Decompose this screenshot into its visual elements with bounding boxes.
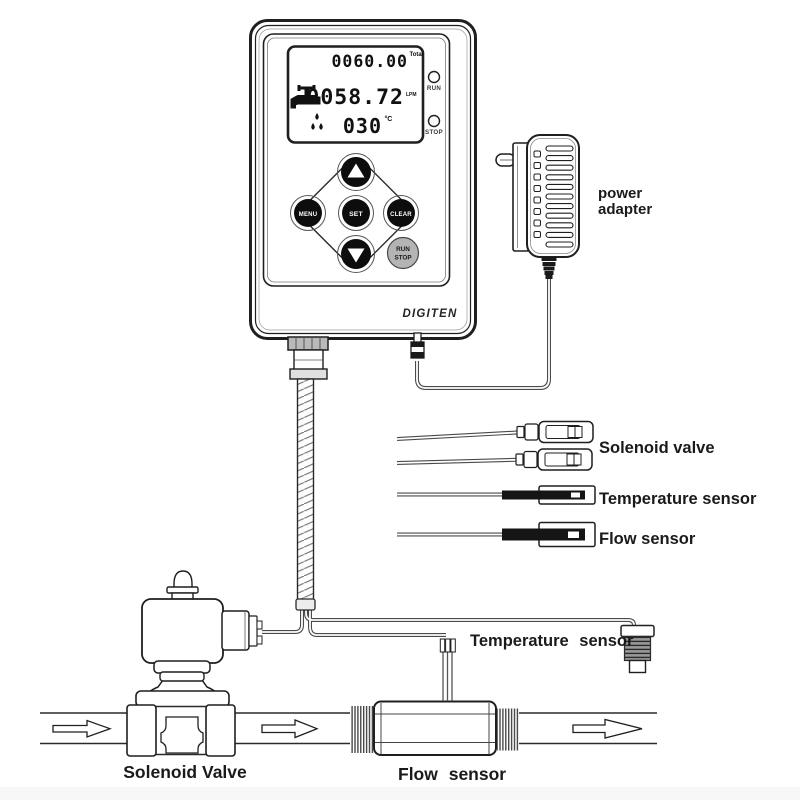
valve-body-contour <box>160 716 204 754</box>
lcd-screen <box>286 45 425 144</box>
clear-button-label: CLEAR <box>390 212 412 218</box>
dc-plug <box>410 332 425 359</box>
flow-sensor-body <box>373 700 497 756</box>
cable-gland <box>287 336 329 380</box>
lcd-flow-unit: LPM <box>406 92 417 98</box>
menu-button <box>294 199 322 227</box>
lcd-temp-value: 030 <box>343 114 382 138</box>
valve-flange-left <box>126 704 157 757</box>
valve-flange-right <box>205 704 236 757</box>
set-button <box>342 199 370 227</box>
set-button-label: SET <box>349 211 363 218</box>
power-adapter-label-line1: power <box>598 185 642 202</box>
clear-button <box>387 199 415 227</box>
flow-sensor-bottom-label: Flow sensor <box>398 764 506 784</box>
flow-arrow-icon <box>572 718 643 739</box>
spiral-cable-end-cap <box>295 598 316 611</box>
menu-button-label: MENU <box>299 212 317 218</box>
lcd-total-unit: Total <box>410 52 424 58</box>
valve-dome <box>173 570 193 591</box>
runstop-button-label2: STOP <box>394 255 412 262</box>
solenoid-valve-callout: Solenoid valve <box>396 420 715 471</box>
runstop-button-label1: RUN <box>396 246 410 253</box>
run-led-label: RUN <box>427 85 442 92</box>
stop-led-label: STOP <box>425 129 443 136</box>
flow-sensor-thread-right <box>497 708 519 751</box>
flow-sensor-callout: Flow sensor <box>397 521 696 548</box>
solenoid-valve-callout-label: Solenoid valve <box>599 439 715 457</box>
temperature-probe <box>620 624 655 674</box>
faucet-icon <box>290 85 323 130</box>
flow-sensor-assembly <box>350 638 519 756</box>
controller-unit: 0060.00 Total 0058.72 LPM 030 °C RUN STO… <box>249 19 477 340</box>
wire-pin <box>450 638 456 653</box>
adapter-fins <box>545 145 574 248</box>
lcd-flow-value: 0058.72 <box>306 85 404 110</box>
solenoid-valve-assembly <box>126 570 263 757</box>
flow-sensor-callout-label: Flow sensor <box>599 530 696 548</box>
stop-led <box>427 114 441 128</box>
temperature-sensor-callout: Temperature sensor <box>397 485 757 508</box>
adapter-vents <box>533 150 541 238</box>
power-adapter: power adapter <box>495 134 652 279</box>
temperature-sensor-callout-label: Temperature sensor <box>599 490 757 508</box>
arrow-down-icon <box>347 248 365 263</box>
lcd-total-value: 0060.00 <box>331 52 408 71</box>
spade-terminal <box>515 448 593 471</box>
flow-arrow-icon <box>261 719 319 739</box>
pipe <box>40 712 657 745</box>
strain-relief <box>541 257 557 279</box>
wire-pin <box>445 638 451 653</box>
solenoid-coil <box>141 598 224 664</box>
temperature-sensor-inline-label: Temperature sensor <box>470 632 634 650</box>
solenoid-valve-bottom-label: Solenoid Valve <box>123 762 247 782</box>
run-led <box>427 70 441 84</box>
spade-terminal <box>516 420 594 444</box>
flow-sensor-thread-left <box>350 706 375 753</box>
wiring <box>262 279 636 637</box>
power-adapter-label-line2: adapter <box>598 201 652 218</box>
arrow-up-icon <box>347 163 365 178</box>
spiral-cable <box>296 378 315 602</box>
wire-pin <box>439 638 446 653</box>
brand-logo: DIGITEN <box>402 308 457 320</box>
runstop-button <box>386 236 420 270</box>
flow-arrow-icon <box>52 719 112 738</box>
bottom-shadow-band <box>0 787 800 800</box>
lcd-temp-unit: °C <box>385 115 393 123</box>
